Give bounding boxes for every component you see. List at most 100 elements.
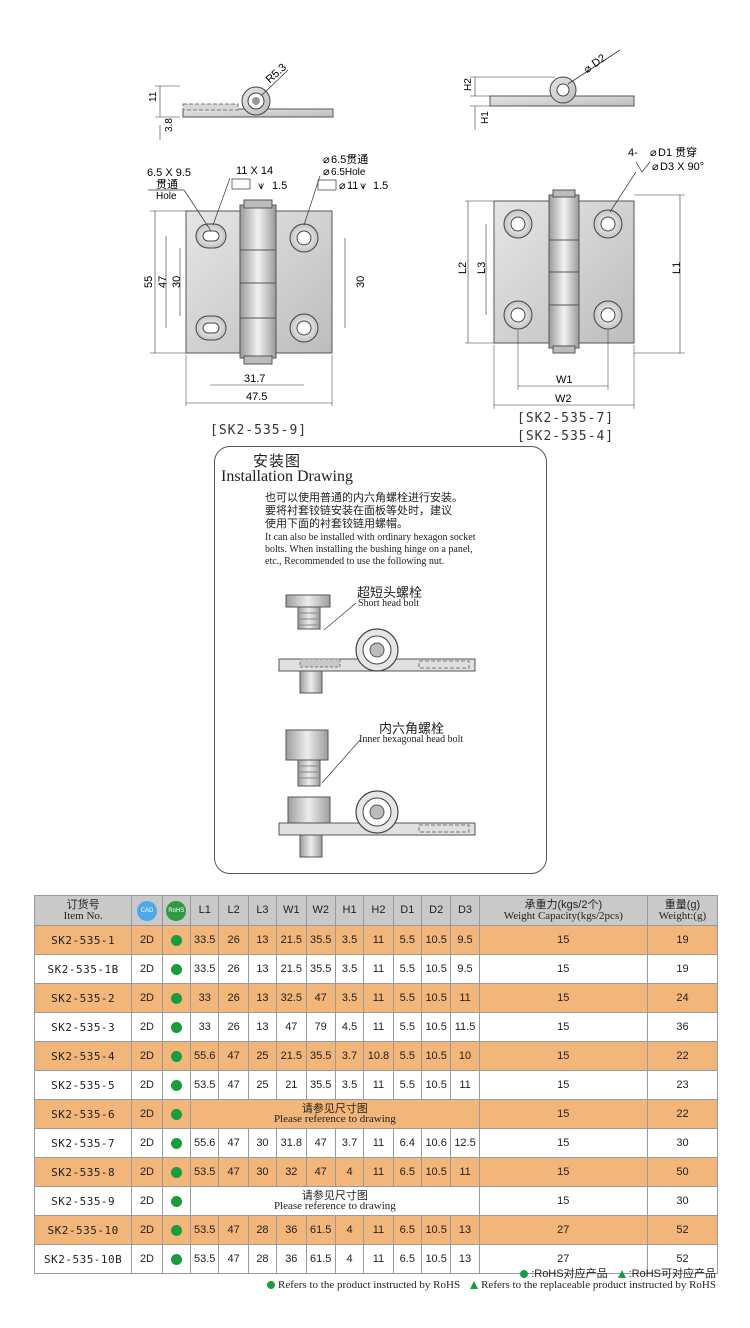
dim-w1: 32 <box>276 1157 307 1187</box>
svg-text:⌀: ⌀ <box>323 154 330 166</box>
dim-d3: 11.5 <box>450 1012 480 1042</box>
dim-47: 47 <box>157 276 169 288</box>
cbore-label: 11 X 14 <box>236 165 273 177</box>
svg-text:⌀: ⌀ <box>650 147 657 159</box>
w1-label: W1 <box>556 374 573 386</box>
dim-w2: 35.5 <box>305 925 336 955</box>
cad-cell: 2D <box>131 1070 163 1100</box>
dim-w2: 47 <box>305 1128 336 1158</box>
header-l3: L3 <box>247 895 278 926</box>
dim-l2: 26 <box>218 1012 249 1042</box>
w2-label: W2 <box>555 393 572 405</box>
install-note-en: It can also be installed with ordinary h… <box>265 532 545 568</box>
l3-label: L3 <box>476 262 488 274</box>
svg-text:⩛: ⩛ <box>360 180 366 192</box>
cad-icon: CAD <box>136 900 157 921</box>
header-item-cn: 订货号 <box>66 898 100 911</box>
svg-text:⌀: ⌀ <box>652 161 659 173</box>
weight-cell: 52 <box>646 1244 719 1274</box>
dim-w2: 61.5 <box>305 1215 336 1245</box>
rohs-cell <box>161 1215 192 1245</box>
dim-h1: 3.5 <box>334 1070 365 1100</box>
header-weight-en: Weight:(g) <box>658 909 707 922</box>
cad-cell: 2D <box>131 1215 163 1245</box>
dim-l1: 53.5 <box>190 1070 220 1100</box>
dim-l2: 47 <box>218 1041 249 1071</box>
install-title-cn: 安装图 <box>253 453 302 470</box>
refer-en: Please reference to drawing <box>273 1200 396 1212</box>
weight-cell: 50 <box>646 1157 719 1187</box>
hole-label: 6.5贯通 <box>331 153 368 166</box>
cad-cell: 2D <box>131 983 163 1013</box>
rohs-dot-icon <box>170 1224 182 1236</box>
dim-l3: 25 <box>247 1070 278 1100</box>
item-number: SK2-535-10B <box>33 1244 133 1274</box>
svg-text:⌀: ⌀ <box>323 166 330 178</box>
header-d2: D2 <box>420 895 452 926</box>
cad-cell: 2D <box>131 925 163 955</box>
installation-drawing <box>278 594 476 858</box>
dim-d3: 12.5 <box>450 1128 480 1158</box>
header-capacity-en: Weight Capacity(kgs/2pcs) <box>503 909 623 922</box>
item-number: SK2-535-5 <box>33 1070 133 1100</box>
left-side-view: R5.3 11 3.8 <box>148 61 334 140</box>
note-en-line: bolts. When installing the bushing hinge… <box>265 544 473 555</box>
dim-l3: 13 <box>247 983 278 1013</box>
rohs-icon: RoHS <box>166 900 187 921</box>
dim-d1: 6.5 <box>392 1157 422 1187</box>
capacity-cell: 15 <box>478 954 648 984</box>
short-head-bolt <box>285 594 357 631</box>
dim-l1: 53.5 <box>190 1157 220 1187</box>
dim-d1: 5.5 <box>392 1041 422 1071</box>
legend-cn: :RoHS对应产品:RoHS可对应产品 <box>520 1265 716 1281</box>
dim-l3: 30 <box>247 1128 278 1158</box>
dim-d1: 6.5 <box>392 1244 422 1274</box>
dim-l2: 47 <box>218 1215 249 1245</box>
dim-d2: 10.6 <box>420 1128 452 1158</box>
rohs-cell <box>161 1041 192 1071</box>
d2-label: D2 <box>590 52 608 70</box>
dim-h2: 11 <box>363 1157 394 1187</box>
weight-cell: 36 <box>646 1012 719 1042</box>
assembly-short-bolt <box>278 628 476 694</box>
cad-cell: 2D <box>131 1041 163 1071</box>
header-d1: D1 <box>392 895 422 926</box>
dim-l3: 13 <box>247 925 278 955</box>
dim-d2: 10.5 <box>420 1244 452 1274</box>
hole-cbore-depth: 1.5 <box>373 180 388 192</box>
rohs-cell <box>161 1070 192 1100</box>
dim-l3: 25 <box>247 1041 278 1071</box>
cad-cell: 2D <box>131 1128 163 1158</box>
dim-d1: 5.5 <box>392 983 422 1013</box>
bolt2-label-en: Inner hexagonal head bolt <box>359 734 464 745</box>
header-weight: 重量(g)Weight:(g) <box>646 895 719 926</box>
dim-w1: 36 <box>276 1215 307 1245</box>
capacity-cell: 15 <box>478 1070 648 1100</box>
r-label: R5.3 <box>264 61 289 85</box>
legend-cn-b: :RoHS可对应产品 <box>628 1268 716 1280</box>
dim-l3: 30 <box>247 1157 278 1187</box>
rohs-cell <box>161 1244 192 1274</box>
bolt2-label-cn: 内六角螺栓 <box>379 721 445 736</box>
svg-text:⌀: ⌀ <box>339 180 346 192</box>
capacity-cell: 15 <box>478 983 648 1013</box>
rohs-dot-icon <box>170 1050 182 1062</box>
header-capacity: 承重力(kgs/2个)Weight Capacity(kgs/2pcs) <box>478 895 648 926</box>
capacity-cell: 15 <box>478 925 648 955</box>
dim-w1: 36 <box>276 1244 307 1274</box>
dim-l3: 28 <box>247 1215 278 1245</box>
header-w1: W1 <box>276 895 307 926</box>
dim-l1: 55.6 <box>190 1128 220 1158</box>
dim-30-left: 30 <box>171 276 183 288</box>
h1-label: H1 <box>480 111 491 124</box>
header-rohs: RoHS <box>161 895 192 926</box>
dim-w1: 31.8 <box>276 1128 307 1158</box>
dim-31-7: 31.7 <box>244 373 265 385</box>
hole-cbore: 11 <box>347 180 358 192</box>
technical-drawing: R5.3 11 3.8 ⌀ D2 H2 H1 <box>143 49 704 409</box>
